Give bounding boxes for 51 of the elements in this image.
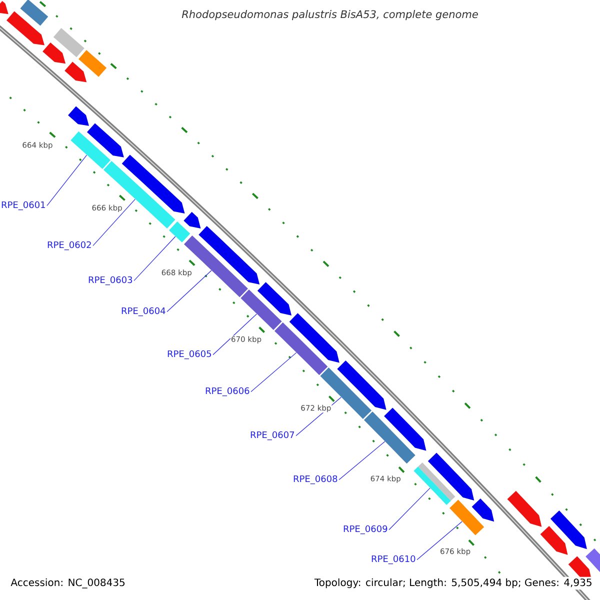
gene-feature	[289, 313, 340, 363]
leader-line	[338, 441, 386, 480]
gene-label: RPE_0610	[372, 555, 416, 564]
gene-bar	[364, 412, 416, 464]
gene-feature	[428, 452, 474, 501]
gene-label: RPE_0604	[122, 307, 166, 316]
gene-feature	[198, 226, 260, 284]
gene-bar	[320, 368, 372, 419]
leader-line	[212, 314, 257, 356]
gene-feature	[337, 360, 386, 410]
gene-feature	[6, 11, 44, 46]
gene-bar	[169, 222, 190, 242]
leader-line	[134, 236, 176, 282]
title: Rhodopseudomonas palustris BisA53, complete genome	[180, 9, 480, 22]
leader-line	[388, 488, 430, 530]
leader-line	[250, 352, 297, 392]
gene-feature	[0, 1, 8, 14]
gene-feature	[257, 282, 292, 316]
gene-bar	[53, 28, 84, 58]
gene-label: RPE_0603	[88, 276, 132, 286]
gene-feature	[184, 212, 201, 228]
gene-bar	[450, 500, 484, 536]
leader-line	[46, 154, 88, 206]
gene-label: RPE_0606	[206, 387, 250, 396]
gene-feature	[540, 526, 568, 555]
gene-label: RPE_0608	[294, 475, 338, 484]
leader-line	[166, 270, 212, 312]
gene-feature	[68, 106, 89, 126]
gene-label: RPE_0605	[168, 350, 212, 360]
gene-bar	[70, 131, 111, 169]
gene-feature	[507, 490, 542, 527]
gene-bar	[20, 0, 48, 26]
gene-label: RPE_0607	[250, 431, 294, 440]
gene-feature	[42, 42, 66, 64]
gene-feature	[550, 510, 587, 550]
gene-feature	[86, 123, 124, 158]
gene-bar	[78, 50, 107, 77]
gene-label: RPE_0609	[344, 525, 388, 534]
gene-bar	[274, 322, 328, 376]
gene-label: RPE_0601	[2, 201, 45, 210]
leader-line	[416, 521, 462, 560]
gene-label: RPE_0602	[48, 241, 91, 250]
gene-bar	[586, 548, 600, 573]
gene-feature	[384, 408, 426, 451]
leader-line	[92, 198, 136, 246]
gene-feature	[122, 154, 185, 214]
gene-feature	[64, 62, 87, 82]
gene-feature	[472, 498, 494, 522]
accession-label: Accession: NC_008435	[9, 576, 127, 590]
gene-bar	[240, 290, 282, 330]
genome-info-label: Topology: circular; Length: 5,505,494 bp; Genes: 4,935	[312, 576, 594, 590]
